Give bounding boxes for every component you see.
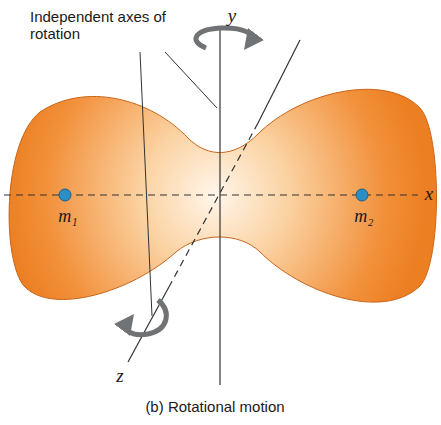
axes-note: Independent axes of rotation [30,8,205,43]
leader-line [140,52,152,316]
mass-label: m₁ [58,206,77,227]
axis-label: z [116,365,123,387]
rotation-arrow [196,28,252,48]
y-axis [219,30,220,385]
rotation-arrow [126,300,166,335]
axis-label: y [228,5,236,27]
z-axis-outer-top [258,40,300,123]
z-axis-inner [170,123,258,285]
point-mass [59,189,71,201]
leader-line [165,52,217,108]
dumbbell-body [9,89,436,302]
axis-label: x [425,183,433,205]
caption: (b) Rotational motion [145,398,284,415]
mass-label: m₂ [354,206,373,227]
point-mass [356,189,368,201]
